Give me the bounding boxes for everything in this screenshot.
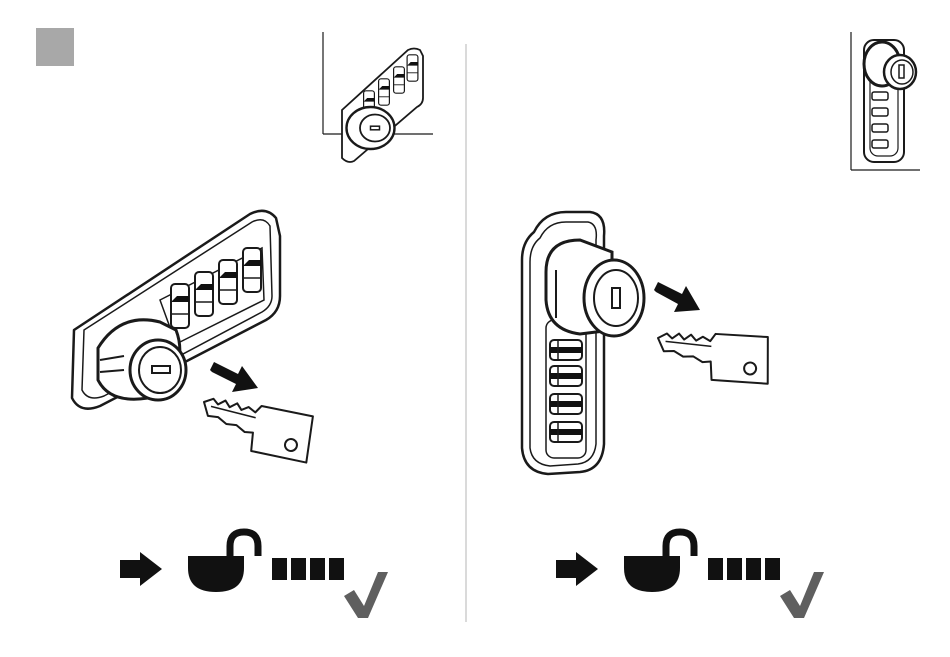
- keyhole: [152, 366, 170, 373]
- open-padlock-icon: [624, 532, 694, 592]
- combination-dial: [219, 260, 237, 304]
- step-badge: [36, 28, 74, 66]
- combination-blocks-icon: [272, 558, 344, 580]
- key-icon: [652, 318, 775, 389]
- legend-row: [556, 532, 824, 618]
- legend-row: [120, 532, 388, 618]
- horizontal-lock-thumbnail: [323, 32, 433, 162]
- removal-arrow-icon: [654, 282, 700, 312]
- key-cylinder: [130, 340, 186, 400]
- vertical-lock-thumbnail: [851, 32, 920, 170]
- combination-dial: [550, 366, 582, 386]
- key-cylinder: [584, 260, 644, 336]
- removal-arrow-icon: [210, 362, 258, 392]
- vertical-combination-lock: [522, 212, 644, 474]
- key-icon: [194, 383, 320, 468]
- keyhole: [612, 288, 620, 308]
- checkmark-icon: [344, 572, 388, 618]
- combination-blocks-icon: [708, 558, 780, 580]
- arrow-right-icon: [120, 552, 162, 586]
- horizontal-lock-panel: [36, 28, 433, 618]
- combination-dial: [550, 422, 582, 442]
- combination-dial: [171, 284, 189, 328]
- combination-dial: [195, 272, 213, 316]
- combination-dial: [550, 340, 582, 360]
- arrow-right-icon: [556, 552, 598, 586]
- vertical-lock-panel: [522, 32, 920, 618]
- combination-dial: [243, 248, 261, 292]
- combination-dial: [550, 394, 582, 414]
- checkmark-icon: [780, 572, 824, 618]
- open-padlock-icon: [188, 532, 258, 592]
